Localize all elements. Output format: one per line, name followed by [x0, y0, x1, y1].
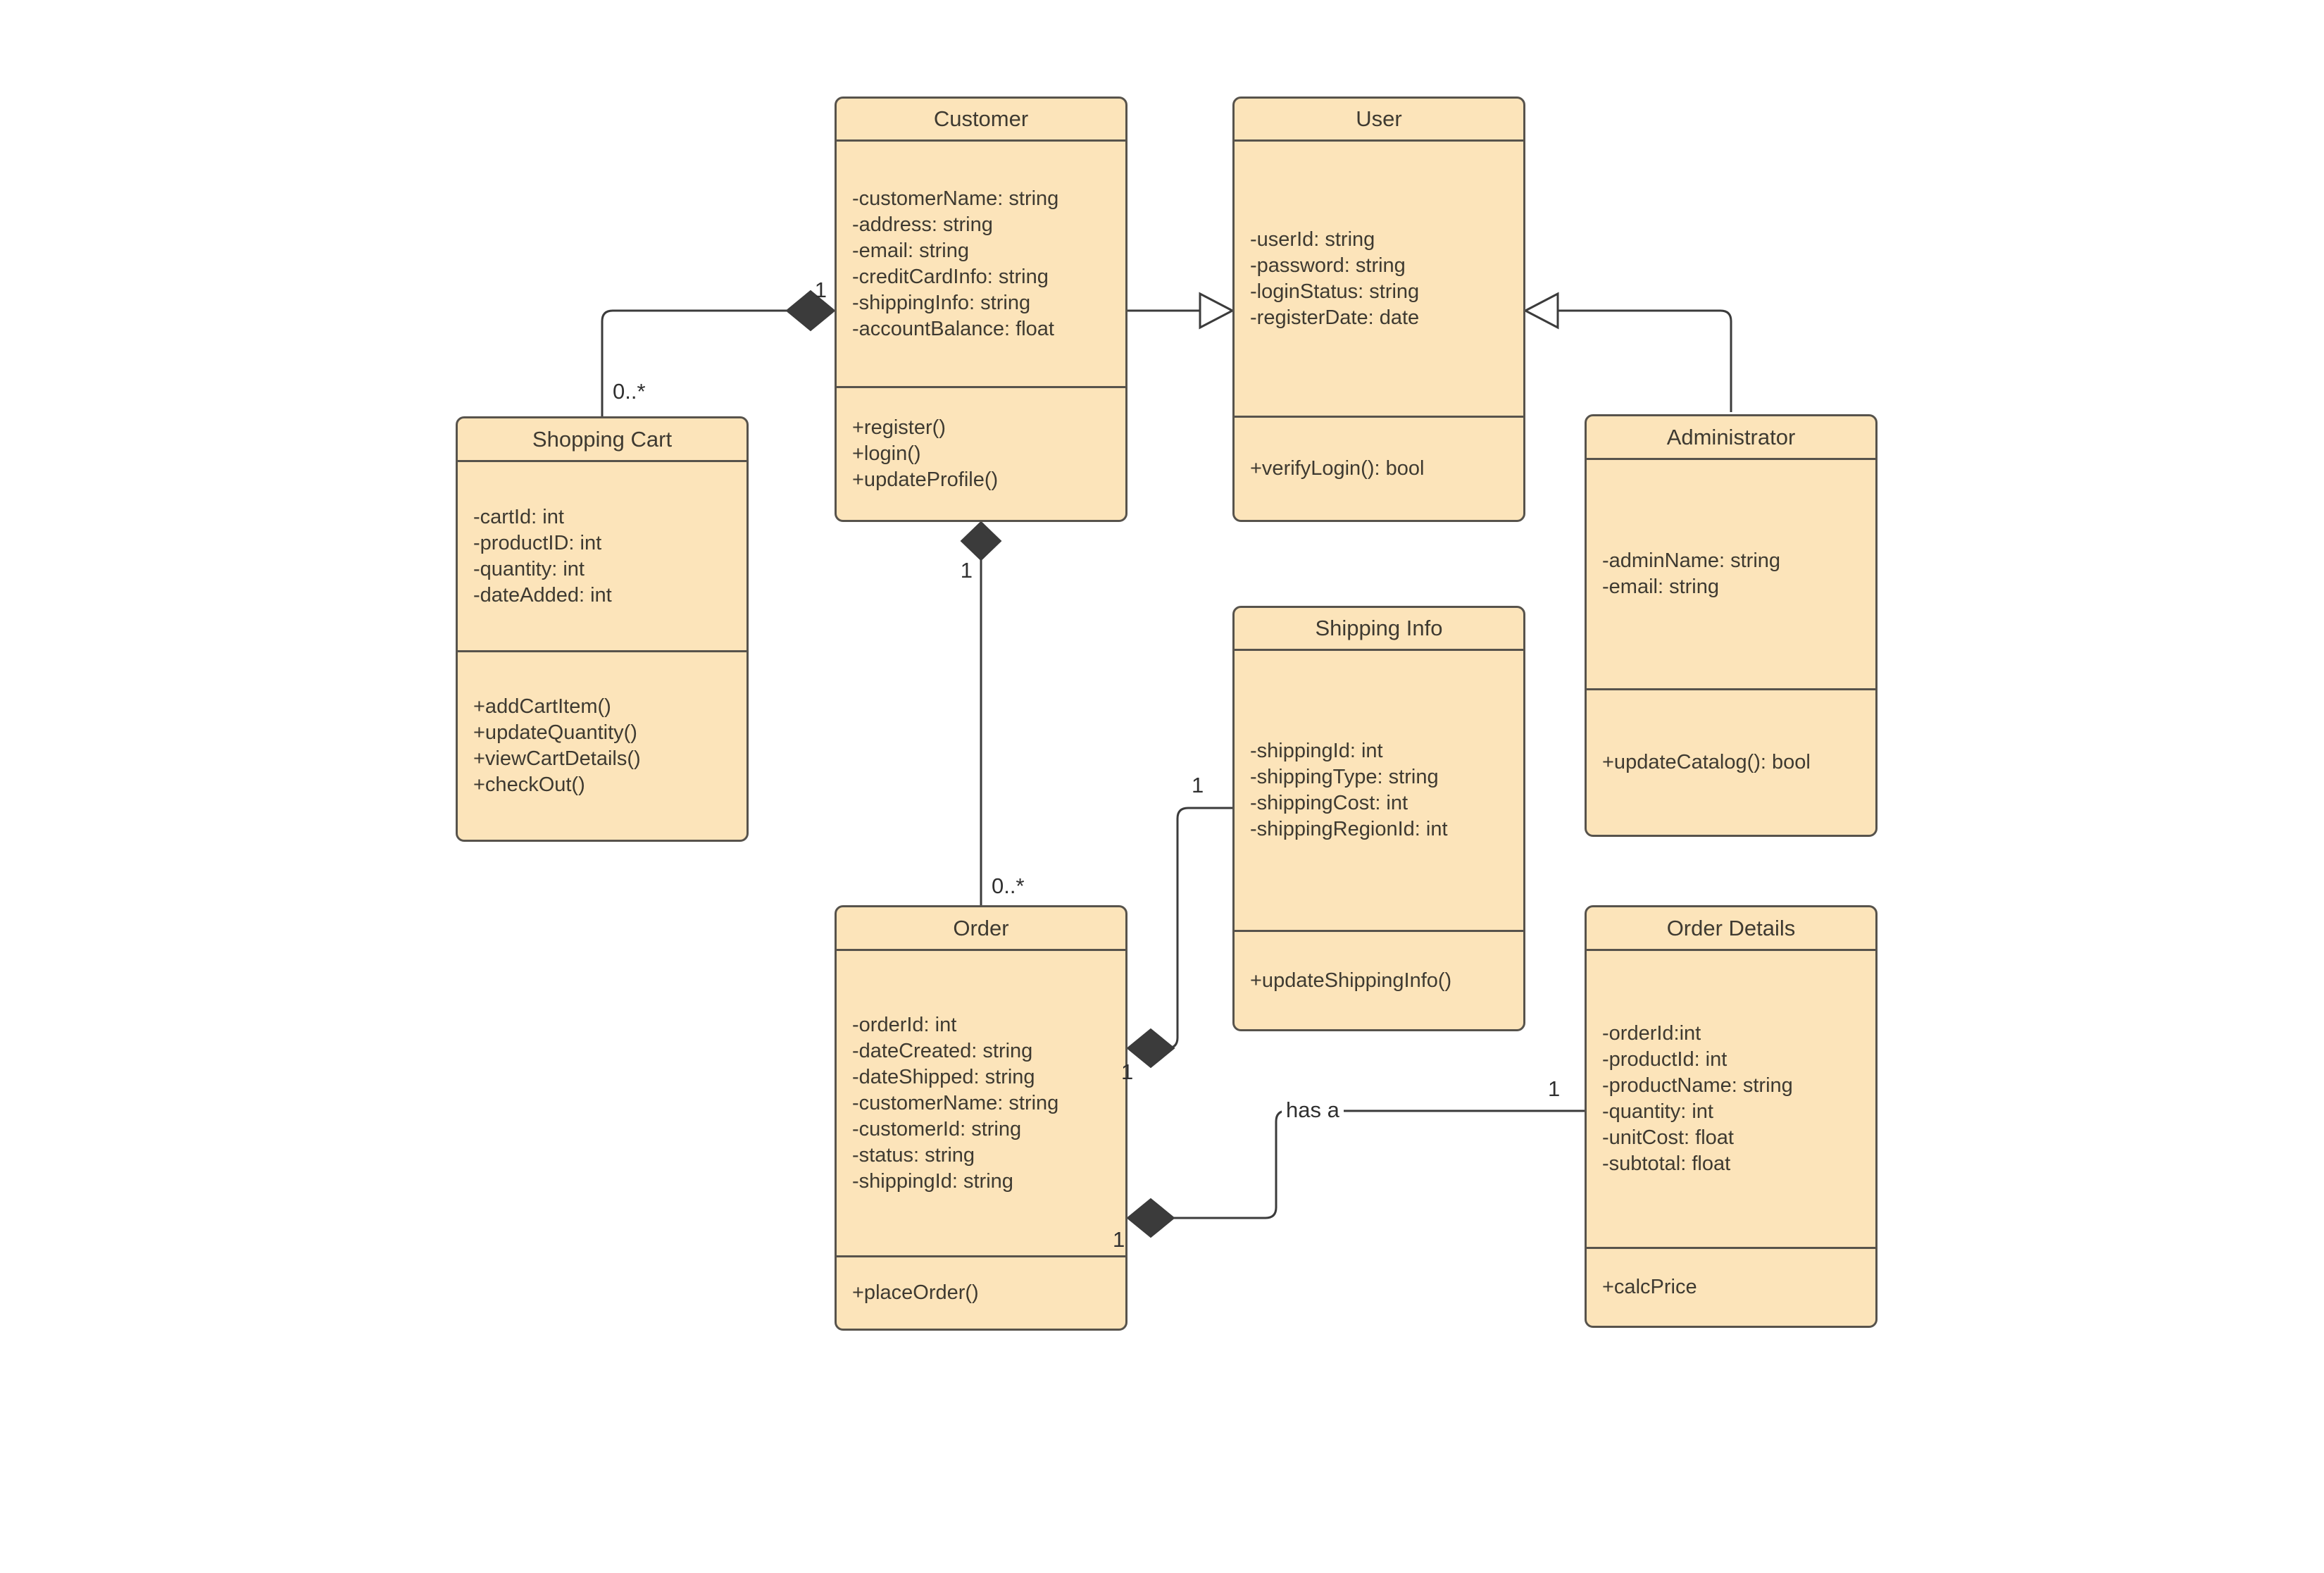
generalization-arrow-administrator-user[interactable]	[1523, 292, 1559, 330]
class-title: Order Details	[1587, 907, 1875, 951]
member-row: +verifyLogin(): bool	[1250, 457, 1425, 480]
member-row: +checkOut()	[473, 773, 585, 796]
class-box-customer[interactable]: Customer -customerName: string -address: …	[835, 97, 1127, 522]
member-row: +updateShippingInfo()	[1250, 969, 1452, 992]
member-row: -cartId: int	[473, 505, 564, 528]
member-row: -customerName: string	[852, 1091, 1059, 1114]
member-row: -shippingInfo: string	[852, 291, 1031, 314]
generalization-arrow-customer-user[interactable]	[1199, 292, 1235, 330]
member-row: -userId: string	[1250, 228, 1375, 251]
member-row: -shippingRegionId: int	[1250, 818, 1448, 840]
member-row: +register()	[852, 416, 946, 439]
member-row: +placeOrder()	[852, 1281, 979, 1304]
class-title: Shipping Info	[1235, 608, 1523, 651]
member-row: +viewCartDetails()	[473, 747, 641, 770]
multiplicity-label-shoppingcart-side: 0..*	[613, 379, 646, 404]
composition-diamond-order-shippinginfo[interactable]	[1126, 1028, 1175, 1069]
class-box-order[interactable]: Order -orderId: int-dateCreated: string-…	[835, 905, 1127, 1331]
multiplicity-label-customer-side-cart: 1	[814, 278, 827, 302]
member-row: -dateCreated: string	[852, 1039, 1033, 1062]
class-methods: +verifyLogin(): bool	[1235, 416, 1523, 520]
relationship-name-has-a: has a	[1282, 1096, 1344, 1124]
class-methods: +addCartItem() +updateQuantity() +viewCart…	[458, 650, 746, 840]
class-attributes: -adminName: string -email: string	[1587, 460, 1875, 688]
member-row: -dateShipped: string	[852, 1065, 1035, 1088]
class-methods: +register() +login() +updateProfile()	[837, 386, 1125, 520]
class-attributes: -orderId:int -productId: int -productName:…	[1587, 951, 1875, 1247]
class-title: Order	[837, 907, 1125, 951]
multiplicity-label-order-side-customer: 0..*	[992, 873, 1025, 898]
composition-order-shippinginfo-line[interactable]	[1127, 807, 1232, 1050]
member-row: -orderId:int	[1602, 1022, 1701, 1045]
class-attributes: -customerName: string -address: string -em…	[837, 142, 1125, 386]
class-attributes: -cartId: int -productID: int -quantity: in…	[458, 462, 746, 650]
member-row: -customerName: string	[852, 187, 1059, 210]
composition-customer-shoppingcart-line[interactable]	[601, 309, 787, 416]
member-row: +updateCatalog(): bool	[1602, 751, 1811, 773]
member-row: -productID: int	[473, 531, 602, 554]
multiplicity-label-orderdetails-side: 1	[1548, 1076, 1561, 1101]
member-row: +login()	[852, 442, 921, 465]
class-methods: +calcPrice	[1587, 1247, 1875, 1326]
composition-diamond-order-orderdetails[interactable]	[1126, 1198, 1175, 1238]
multiplicity-label-order-side-details: 1	[1113, 1227, 1125, 1252]
member-row: -dateAdded: int	[473, 583, 612, 607]
member-row: -productName: string	[1602, 1074, 1793, 1097]
member-row: -adminName: string	[1602, 549, 1781, 572]
member-row: -productId: int	[1602, 1048, 1728, 1071]
class-box-administrator[interactable]: Administrator -adminName: string -email: …	[1585, 414, 1878, 837]
member-row: -customerId: string	[852, 1117, 1022, 1140]
member-row: -shippingId: string	[852, 1169, 1013, 1193]
multiplicity-label-order-side-shipping: 1	[1121, 1059, 1134, 1084]
member-row: -subtotal: float	[1602, 1152, 1731, 1175]
class-attributes: -orderId: int -dateCreated: string -dateSh…	[837, 951, 1125, 1255]
class-attributes: -shippingId: int -shippingType: string -sh…	[1235, 651, 1523, 930]
class-title: Administrator	[1587, 416, 1875, 460]
class-box-shipping-info[interactable]: Shipping Info -shippingId: int -shippingT…	[1232, 606, 1525, 1031]
member-row: +updateProfile()	[852, 468, 999, 491]
member-row: +updateQuantity()	[473, 721, 637, 744]
member-row: -unitCost: float	[1602, 1126, 1734, 1149]
class-methods: +placeOrder()	[837, 1255, 1125, 1329]
member-row: -quantity: int	[473, 557, 585, 580]
member-row: -password: string	[1250, 254, 1406, 277]
member-row: -accountBalance: float	[852, 317, 1054, 340]
member-row: -registerDate: date	[1250, 306, 1420, 329]
member-row: -orderId: int	[852, 1013, 957, 1036]
class-methods: +updateShippingInfo()	[1235, 930, 1523, 1029]
composition-diamond-customer-shoppingcart[interactable]	[785, 290, 836, 332]
member-row: -loginStatus: string	[1250, 280, 1420, 303]
class-title: User	[1235, 99, 1523, 142]
class-box-shopping-cart[interactable]: Shopping Cart -cartId: int -productID: in…	[456, 416, 749, 842]
member-row: -email: string	[852, 239, 969, 262]
composition-diamond-customer-order[interactable]	[960, 521, 1002, 561]
member-row: -address: string	[852, 213, 993, 236]
class-methods: +updateCatalog(): bool	[1587, 688, 1875, 835]
member-row: +calcPrice	[1602, 1276, 1697, 1298]
member-row: -shippingCost: int	[1250, 792, 1408, 814]
composition-order-orderdetails-line[interactable]	[1127, 1109, 1585, 1219]
member-row: +addCartItem()	[473, 695, 611, 718]
multiplicity-label-customer-side-order: 1	[960, 558, 973, 583]
member-row: -email: string	[1602, 576, 1719, 598]
class-box-order-details[interactable]: Order Details -orderId:int -productId: in…	[1585, 905, 1878, 1328]
member-row: -creditCardInfo: string	[852, 265, 1049, 288]
multiplicity-label-shippinginfo-side: 1	[1192, 773, 1204, 797]
generalization-administrator-user-line[interactable]	[1558, 309, 1732, 412]
member-row: -shippingId: int	[1250, 740, 1383, 762]
class-box-user[interactable]: User -userId: string -password: string -lo…	[1232, 97, 1525, 522]
class-title: Customer	[837, 99, 1125, 142]
member-row: -quantity: int	[1602, 1100, 1713, 1123]
class-title: Shopping Cart	[458, 418, 746, 462]
member-row: -status: string	[852, 1143, 975, 1167]
member-row: -shippingType: string	[1250, 766, 1439, 788]
class-attributes: -userId: string -password: string -loginSt…	[1235, 142, 1523, 416]
